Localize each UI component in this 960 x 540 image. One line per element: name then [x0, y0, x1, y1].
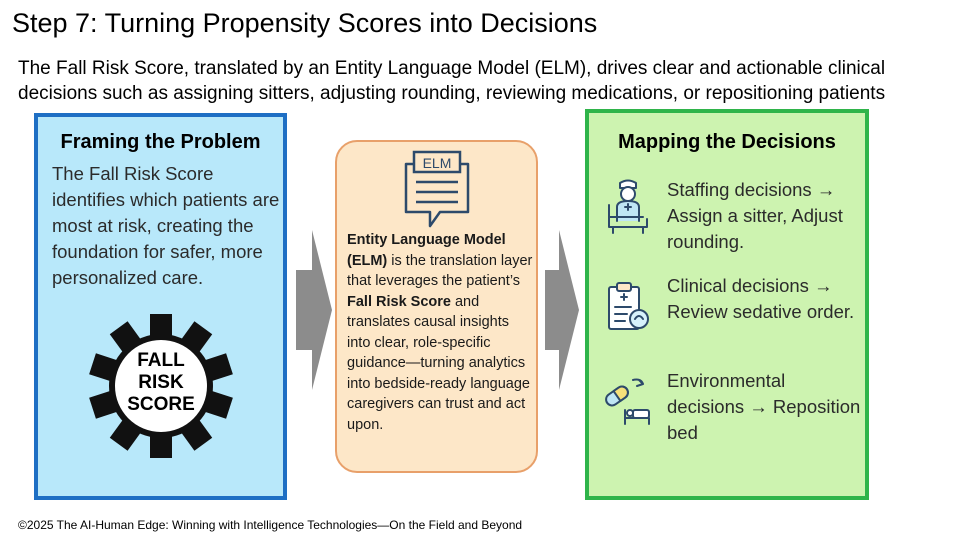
chat-document-icon: ELM: [404, 150, 470, 228]
decision-text: Clinical decisions → Review sedative ord…: [667, 275, 855, 322]
elm-body: Entity Language Model (ELM) is the trans…: [347, 230, 535, 435]
page-subtitle: The Fall Risk Score, translated by an En…: [18, 58, 886, 104]
medication-clipboard-icon: [608, 282, 649, 330]
elm-term: Entity Language Model (ELM): [347, 232, 506, 269]
elm-text: is the translation layer that leverages …: [347, 252, 533, 290]
gear-label-line: SCORE: [127, 394, 195, 415]
elm-icon-label: ELM: [423, 155, 452, 171]
flow-arrow-icon: [545, 230, 579, 390]
decision-text: Staffing decisions → Assign a sitter, Ad…: [667, 179, 843, 252]
framing-body: The Fall Risk Score identifies which pat…: [52, 163, 280, 288]
footer-copyright: ©2025 The AI-Human Edge: Winning with In…: [18, 518, 523, 532]
elm-score-term: Fall Risk Score: [347, 293, 451, 310]
elm-panel: ELM Entity Language Model (ELM) is the t…: [335, 140, 538, 473]
nurse-sitter-icon: [608, 179, 648, 234]
mapping-heading: Mapping the Decisions: [618, 131, 836, 153]
flow-arrow-icon: [296, 230, 332, 390]
decision-text: Environmental decisions → Reposition bed: [667, 370, 861, 443]
gear-label-line: FALL: [137, 350, 185, 371]
gear-label: FALL RISK SCORE: [86, 350, 236, 416]
gear-icon: [89, 314, 233, 458]
page-title: Step 7: Turning Propensity Scores into D…: [12, 8, 598, 38]
mapping-panel: Mapping the Decisions Staffing decisions…: [585, 109, 869, 500]
elm-text: and translates causal insights into clea…: [347, 293, 530, 433]
framing-panel: Framing the Problem The Fall Risk Score …: [34, 113, 287, 500]
pill-bed-reposition-icon: [605, 378, 650, 425]
framing-heading: Framing the Problem: [60, 131, 261, 153]
gear-label-line: RISK: [138, 372, 184, 393]
